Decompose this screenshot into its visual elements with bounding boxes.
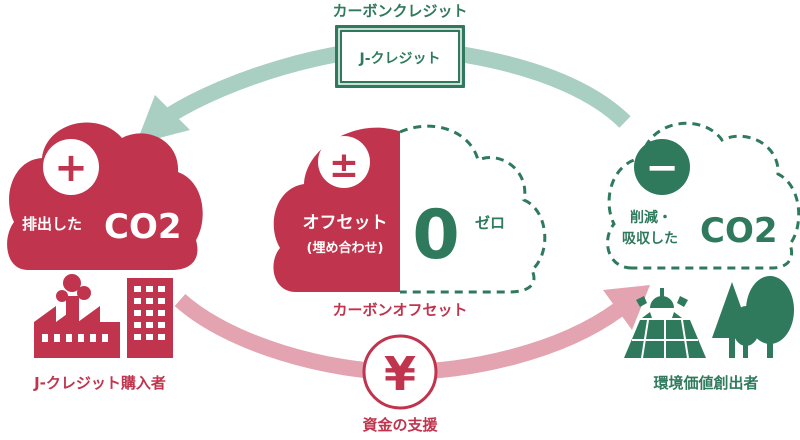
emitter-text: 排出した	[22, 215, 82, 233]
offset-cloud-green-half	[399, 124, 547, 294]
yen-symbol: ¥	[384, 347, 416, 401]
offset-line1: オフセット	[303, 213, 388, 233]
plus-minus-symbol: ±	[329, 145, 359, 186]
reducer-caption: 環境価値創出者	[653, 374, 758, 392]
yen-badge	[362, 334, 438, 410]
offset-caption: カーボンオフセット	[332, 301, 467, 319]
emitter-co2: CO2	[104, 207, 182, 247]
credit-flow-label: カーボンクレジット	[332, 2, 467, 20]
zero-value: 0	[412, 196, 459, 275]
office-building-icon	[127, 278, 173, 358]
minus-badge	[634, 139, 690, 195]
factory-icon	[34, 274, 120, 358]
plus-badge	[43, 139, 99, 195]
solar-panel-icon	[624, 288, 706, 359]
offset-line2: (埋め合わせ)	[307, 240, 384, 256]
funding-label: 資金の支援	[362, 416, 438, 434]
reducer-co2: CO2	[700, 211, 778, 251]
zero-label: ゼロ	[475, 214, 505, 232]
reducer-line1: 削減・	[630, 209, 672, 226]
minus-symbol: −	[645, 145, 679, 191]
reducer-line2: 吸収した	[622, 230, 678, 247]
plus-symbol: +	[54, 145, 88, 191]
j-credit-note: J-クレジット	[335, 25, 465, 88]
plus-minus-badge	[318, 136, 370, 188]
emitter-caption: J-クレジット購入者	[33, 374, 166, 392]
forest-icon	[712, 276, 794, 358]
j-credit-note-text: J-クレジット	[358, 51, 440, 67]
emitter-cloud	[7, 122, 203, 270]
